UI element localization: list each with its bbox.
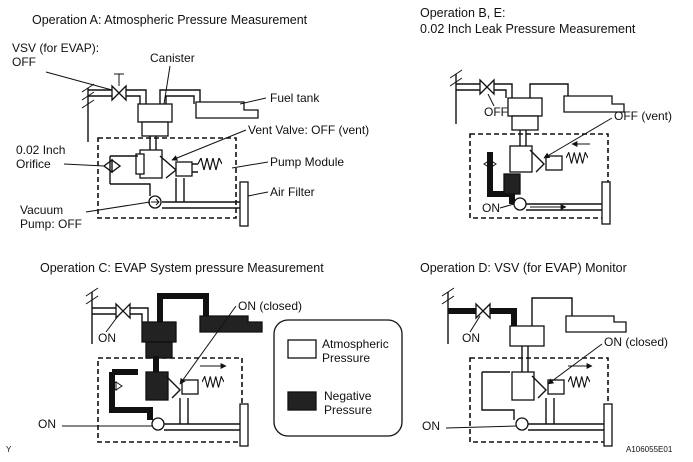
panel-c-title: Operation C: EVAP System pressure Measur… bbox=[40, 261, 324, 275]
legend-negative-label: Negative bbox=[324, 389, 372, 403]
panel-a: Operation A: Atmospheric Pressure Measur… bbox=[12, 13, 369, 231]
panel-a-canister-label: Canister bbox=[150, 51, 195, 65]
panel-a-air-filter-label: Air Filter bbox=[270, 185, 315, 199]
panel-a-vent-valve-label: Vent Valve: OFF (vent) bbox=[248, 123, 369, 137]
panel-a-pump-module-label: Pump Module bbox=[270, 155, 344, 169]
panel-a-vacuum-pump-label: Vacuum bbox=[20, 203, 63, 217]
panel-a-orifice-label: 0.02 Inch bbox=[16, 143, 65, 157]
panel-c-vsv-on-label: ON bbox=[98, 331, 116, 345]
panel-b-pump-module bbox=[469, 130, 611, 225]
panel-a-vacuum-pump-state: Pump: OFF bbox=[20, 217, 82, 231]
panel-b-vsv-pipe bbox=[449, 69, 513, 124]
legend-negative-swatch bbox=[287, 391, 317, 411]
panel-c-vent-on-label: ON (closed) bbox=[238, 299, 302, 313]
panel-d: Operation D: VSV (for EVAP) Monitor bbox=[420, 261, 668, 447]
panel-a-leader-lines bbox=[45, 65, 269, 213]
panel-c-vsv-pipe bbox=[85, 287, 149, 344]
panel-a-pump-module bbox=[97, 136, 249, 227]
panel-b-title: Operation B, E: bbox=[420, 6, 505, 20]
panel-a-orifice-icon bbox=[102, 158, 122, 174]
panel-d-vent-on-label: ON (closed) bbox=[604, 335, 668, 349]
panel-b-pump-on-label: ON bbox=[482, 201, 500, 215]
panel-c-pump-on-label: ON bbox=[38, 417, 56, 431]
panel-a-fuel-tank bbox=[195, 101, 259, 119]
panel-a-vsv-label: VSV (for EVAP): bbox=[12, 41, 99, 55]
panel-d-canister bbox=[509, 297, 627, 347]
panel-d-pump-module bbox=[469, 346, 613, 447]
panel-a-vsv-state: OFF bbox=[12, 55, 36, 69]
panel-c-leader-lines bbox=[62, 305, 237, 427]
figure-id: A106055E01 bbox=[626, 445, 673, 454]
footer-mark: Y bbox=[6, 445, 12, 454]
legend-atmospheric-swatch bbox=[287, 339, 317, 359]
legend: Atmospheric Pressure Negative Pressure bbox=[273, 319, 403, 437]
panel-b-leader-lines bbox=[487, 93, 613, 209]
panel-c-pump-module bbox=[97, 356, 249, 447]
panel-d-vsv-pipe bbox=[441, 287, 517, 344]
panel-a-orifice-label-2: Orifice bbox=[16, 157, 51, 171]
panel-a-fuel-tank-label: Fuel tank bbox=[270, 91, 320, 105]
panel-a-title: Operation A: Atmospheric Pressure Measur… bbox=[32, 13, 308, 27]
panel-d-leader-lines bbox=[445, 315, 603, 429]
panel-a-vsv-valve-icon bbox=[111, 73, 127, 102]
panel-b-vsv-off-label: OFF bbox=[484, 105, 508, 119]
panel-a-canister bbox=[137, 89, 201, 137]
panel-c-canister bbox=[141, 293, 263, 359]
panel-d-pump-on-label: ON bbox=[422, 419, 440, 433]
panel-c: Operation C: EVAP System pressure Measur… bbox=[38, 261, 324, 447]
legend-atmospheric-label: Atmospheric bbox=[322, 337, 389, 351]
panel-d-title: Operation D: VSV (for EVAP) Monitor bbox=[420, 261, 627, 275]
panel-d-vsv-on-label: ON bbox=[462, 331, 480, 345]
panel-b: Operation B, E: 0.02 Inch Leak Pressure … bbox=[420, 6, 672, 225]
panel-b-title-2: 0.02 Inch Leak Pressure Measurement bbox=[420, 22, 636, 36]
legend-atmospheric-label-2: Pressure bbox=[322, 351, 370, 365]
panel-a-vsv-pipe bbox=[81, 83, 147, 142]
legend-negative-label-2: Pressure bbox=[324, 403, 372, 417]
panel-b-vent-label: OFF (vent) bbox=[614, 109, 672, 123]
panel-b-canister bbox=[507, 83, 625, 131]
